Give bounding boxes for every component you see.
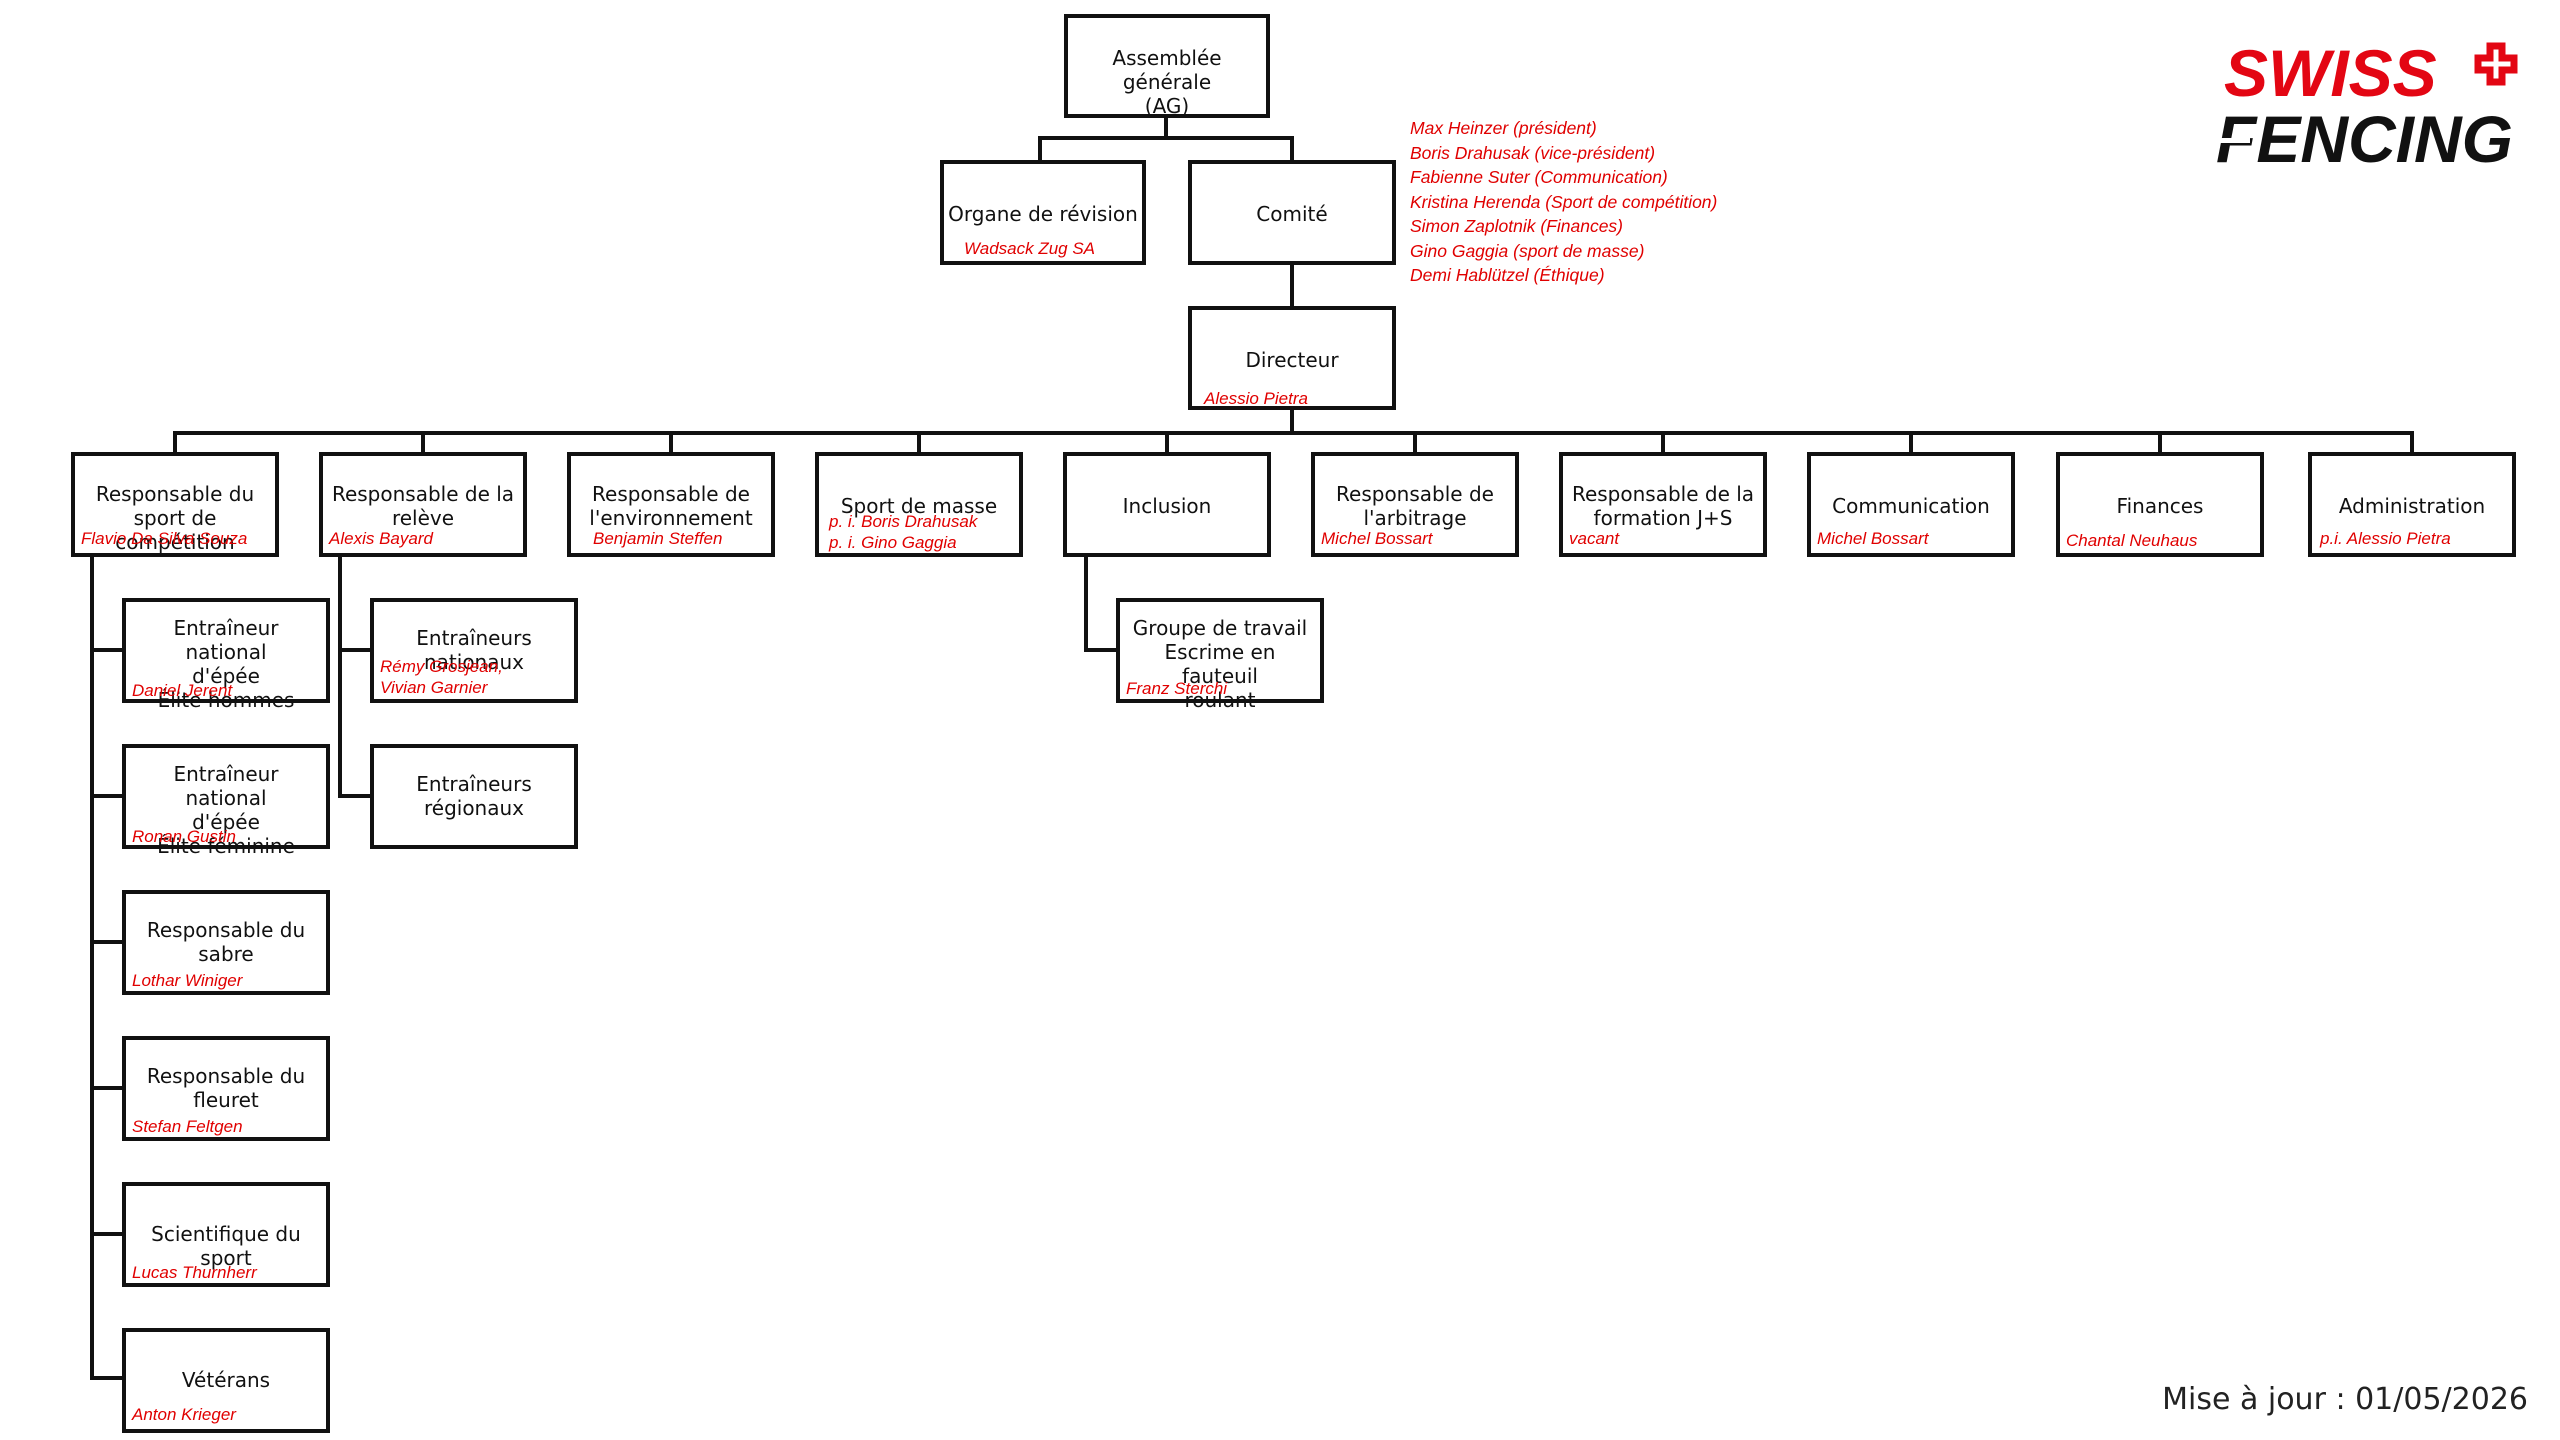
node-sabre: Responsable du sabre Lothar Winiger <box>122 890 330 995</box>
connector-competition-tree <box>90 554 126 1380</box>
committee-members: Max Heinzer (président) Boris Drahusak (… <box>1410 116 1717 288</box>
node-person: p.i. Alessio Pietra <box>2320 529 2451 548</box>
node-person: Ronan Gustin <box>132 827 236 846</box>
node-assemblee-generale: Assemblée générale (AG) <box>1064 14 1270 118</box>
node-person: Chantal Neuhaus <box>2066 531 2198 550</box>
node-title: Responsable de l'arbitrage <box>1336 482 1494 530</box>
node-escrime-fauteuil: Groupe de travail Escrime en fauteuil ro… <box>1116 598 1324 712</box>
node-releve: Responsable de la relève Alexis Bayard <box>319 452 527 557</box>
update-date: Mise à jour : 01/05/2026 <box>2162 1382 2528 1417</box>
node-person: Michel Bossart <box>1817 529 1929 548</box>
node-person: Stefan Feltgen <box>132 1117 243 1136</box>
node-title: Responsable de l'environnement <box>589 482 753 530</box>
node-person: vacant <box>1569 529 1620 548</box>
node-administration: Administration p.i. Alessio Pietra <box>2308 452 2516 557</box>
node-person: Michel Bossart <box>1321 529 1433 548</box>
node-communication: Communication Michel Bossart <box>1807 452 2015 557</box>
node-title: Communication <box>1832 494 1990 518</box>
logo-swiss-text: SWISS <box>2224 40 2437 110</box>
node-person: Alessio Pietra <box>1204 389 1308 408</box>
node-finances: Finances Chantal Neuhaus <box>2056 452 2264 557</box>
node-environnement: Responsable de l'environnement Benjamin … <box>567 452 775 557</box>
committee-member: Max Heinzer (président) <box>1410 118 1597 138</box>
node-scientifique-sport: Scientifique du sport Lucas Thurnherr <box>122 1182 330 1287</box>
node-epee-elite-feminine: Entraîneur national d'épée Élite féminin… <box>122 744 330 858</box>
node-sport-de-masse: Sport de masse p. i. Boris Drahusak p. i… <box>815 452 1023 557</box>
node-person: Daniel Jerent <box>132 681 233 700</box>
node-title: Scientifique du sport <box>151 1222 301 1270</box>
node-title: Groupe de travail Escrime en fauteuil ro… <box>1132 616 1308 712</box>
node-title: Directeur <box>1245 348 1339 372</box>
node-person: Alexis Bayard <box>329 529 433 548</box>
connector-drops <box>173 431 2414 454</box>
connector-inclusion-tree <box>1084 554 1120 652</box>
node-title: Comité <box>1256 202 1328 226</box>
node-title: Inclusion <box>1122 494 1212 518</box>
node-title: Entraîneurs nationaux <box>416 626 532 674</box>
node-entraineurs-regionaux: Entraîneurs régionaux <box>370 744 578 849</box>
committee-member: Fabienne Suter (Communication) <box>1410 167 1668 187</box>
node-veterans: Vétérans Anton Krieger <box>122 1328 330 1433</box>
node-title: Assemblée générale (AG) <box>1112 46 1222 118</box>
node-title: Responsable du fleuret <box>146 1064 306 1112</box>
node-person: Anton Krieger <box>132 1405 236 1424</box>
node-person: Wadsack Zug SA <box>964 239 1096 258</box>
node-title: Entraîneur national d'épée Élite féminin… <box>157 762 295 858</box>
node-comite: Comité <box>1188 160 1396 265</box>
node-title: Administration <box>2338 494 2486 518</box>
node-arbitrage: Responsable de l'arbitrage Michel Bossar… <box>1311 452 1519 557</box>
committee-member: Kristina Herenda (Sport de compétition) <box>1410 191 1718 212</box>
swiss-cross-icon <box>2474 42 2518 86</box>
committee-member: Boris Drahusak (vice-président) <box>1410 142 1656 163</box>
node-entraineurs-nationaux: Entraîneurs nationaux Rémy Grosjean, Viv… <box>370 598 578 703</box>
node-epee-elite-hommes: Entraîneur national d'épée Élite hommes … <box>122 598 330 712</box>
node-directeur: Directeur Alessio Pietra <box>1188 306 1396 410</box>
node-formation-js: Responsable de la formation J+S vacant <box>1559 452 1767 557</box>
node-person: Benjamin Steffen <box>593 529 723 548</box>
node-title: Organe de révision <box>948 202 1138 226</box>
committee-member: Gino Gaggia (sport de masse) <box>1410 240 1645 261</box>
connector-ag <box>1038 116 1294 164</box>
node-person: Lothar Winiger <box>132 971 243 990</box>
committee-member: Simon Zaplotnik (Finances) <box>1410 216 1623 236</box>
node-person: Lucas Thurnherr <box>132 1263 257 1282</box>
swiss-fencing-logo: SWISS FENCING <box>2216 40 2518 170</box>
connector-releve-tree <box>338 554 374 798</box>
node-sport-competition: Responsable du sport de compétition Flav… <box>71 452 279 557</box>
node-title: Entraîneurs régionaux <box>416 772 532 820</box>
node-person: Rémy Grosjean, Vivian Garnier <box>380 657 503 697</box>
node-title: Entraîneur national d'épée Élite hommes <box>157 616 295 712</box>
node-title: Vétérans <box>181 1368 271 1392</box>
node-title: Responsable de la formation J+S <box>1571 482 1755 530</box>
node-fleuret: Responsable du fleuret Stefan Feltgen <box>122 1036 330 1141</box>
node-title: Responsable du sabre <box>146 918 306 966</box>
node-title: Finances <box>2116 494 2204 518</box>
node-organe-revision: Organe de révision Wadsack Zug SA <box>940 160 1146 265</box>
node-person: Franz Sterchi <box>1126 679 1228 698</box>
committee-member: Demi Hablützel (Éthique) <box>1410 265 1605 285</box>
node-title: Responsable du sport de compétition <box>95 482 255 554</box>
logo-fencing-text: FENCING <box>2216 102 2513 170</box>
node-title: Responsable de la relève <box>331 482 515 530</box>
node-person: p. i. Boris Drahusak p. i. Gino Gaggia <box>829 512 978 552</box>
node-person: Flavio Da Silva Souza <box>81 529 248 548</box>
node-title: Sport de masse <box>840 494 998 518</box>
node-inclusion: Inclusion <box>1063 452 1271 557</box>
